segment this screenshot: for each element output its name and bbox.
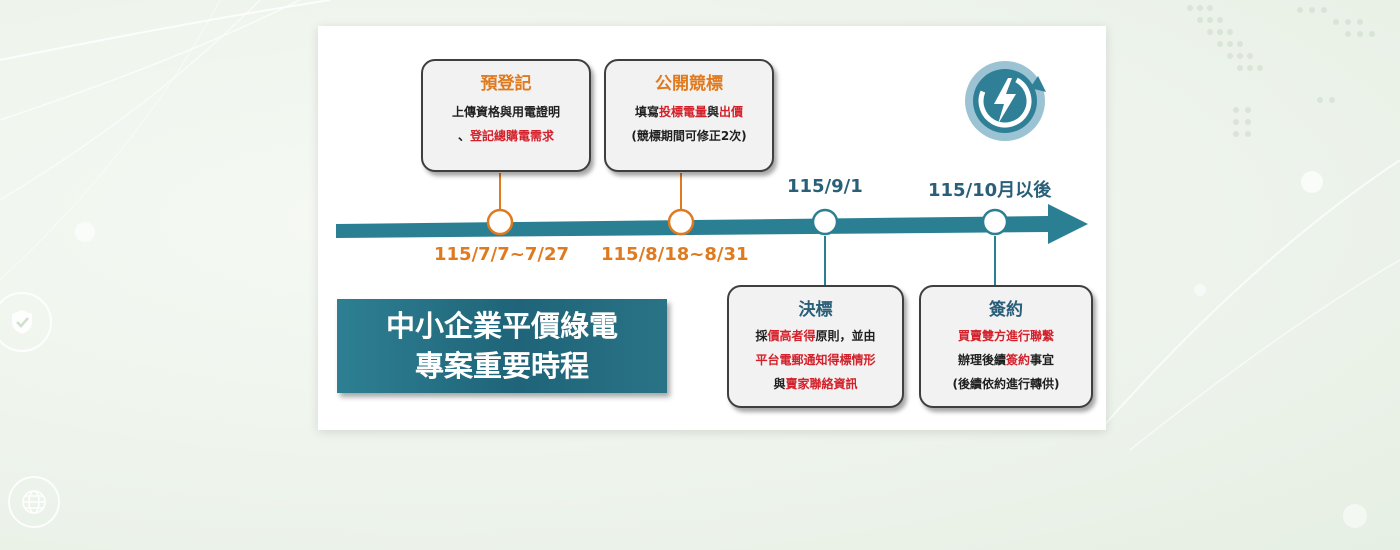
description-text: 上傳資格與用電證明 [451, 105, 560, 119]
stage-title: 預登記 [480, 74, 532, 94]
milestone-date-1: 115/7/7~7/27 [434, 244, 569, 265]
highlight-text: 價高者得 [767, 329, 816, 343]
shield-icon [0, 292, 52, 352]
timeline-card: 預登記 上傳資格與用電證明、登記總購電需求 公開競標 填寫投標電量與出價(競標期… [318, 26, 1106, 430]
description-text: 採 [755, 329, 768, 343]
milestone-date-2: 115/8/18~8/31 [601, 244, 749, 265]
description-text: 原則，並由 [815, 329, 876, 343]
milestone-dot-4 [981, 208, 1009, 236]
stage-description: 上傳資格與用電證明、登記總購電需求 [423, 100, 589, 148]
stage-box-pre-registration: 預登記 上傳資格與用電證明、登記總購電需求 [421, 59, 591, 172]
highlight-text: 出價 [719, 105, 744, 119]
banner-line-2: 專案重要時程 [414, 349, 589, 383]
stage-description: 填寫投標電量與出價 (競標期間可修正2次) [606, 100, 772, 148]
banner-line-1: 中小企業平價綠電 [385, 309, 618, 343]
description-text: 與 [773, 377, 786, 391]
stage-box-contract: 簽約 買賣雙方進行聯繫辦理後續簽約事宜(後續依約進行轉供) [919, 285, 1093, 408]
stage-box-award: 決標 採價高者得原則，並由平台電郵通知得標情形與賣家聯絡資訊 [727, 285, 904, 408]
stage-description: 採價高者得原則，並由平台電郵通知得標情形與賣家聯絡資訊 [729, 324, 902, 396]
stage-description-line: (競標期間可修正2次) [606, 124, 772, 148]
stage-description-line: (後續依約進行轉供) [921, 372, 1091, 396]
stage-description-line: 與賣家聯絡資訊 [729, 372, 902, 396]
milestone-date-4: 115/10月以後 [928, 180, 1052, 201]
stage-description-line: 上傳資格與用電證明 [423, 100, 589, 124]
description-text: 辦理後續 [957, 353, 1006, 367]
power-bolt-icon [965, 61, 1046, 141]
description-text: 事宜 [1030, 353, 1055, 367]
timeline-axis [336, 173, 1088, 286]
globe-icon [8, 476, 60, 528]
stage-description-line: 採價高者得原則，並由 [729, 324, 902, 348]
milestone-dot-2 [667, 208, 695, 236]
highlight-text: 平台電郵通知得標情形 [755, 353, 876, 367]
stage-description-line: 、登記總購電需求 [423, 124, 589, 148]
description-text: (競標期間可修正2次) [631, 129, 747, 143]
stage-title: 公開競標 [655, 74, 723, 94]
description-text: 、 [457, 129, 470, 143]
stage-box-bidding: 公開競標 填寫投標電量與出價 (競標期間可修正2次) [604, 59, 774, 172]
stage-title: 決標 [798, 300, 833, 320]
highlight-text: 簽約 [1005, 353, 1030, 367]
highlight-text: 登記總購電需求 [470, 129, 555, 143]
description-text: 與 [707, 105, 720, 119]
stage-description-line: 平台電郵通知得標情形 [729, 348, 902, 372]
stage-description-line: 填寫投標電量與出價 [606, 100, 772, 124]
timeline-arrow [336, 204, 1088, 244]
description-text: (後續依約進行轉供) [952, 377, 1060, 391]
highlight-text: 買賣雙方進行聯繫 [957, 329, 1054, 343]
stage-description: 買賣雙方進行聯繫辦理後續簽約事宜(後續依約進行轉供) [921, 324, 1091, 396]
stage-description-line: 買賣雙方進行聯繫 [921, 324, 1091, 348]
milestone-dot-3 [811, 208, 839, 236]
highlight-text: 投標電量 [658, 105, 707, 119]
highlight-text: 賣家聯絡資訊 [785, 377, 858, 391]
milestone-dot-1 [486, 208, 514, 236]
title-banner: 中小企業平價綠電 專案重要時程 [337, 299, 667, 393]
stage-title: 簽約 [989, 300, 1023, 320]
milestone-date-3: 115/9/1 [787, 176, 863, 197]
description-text: 填寫 [634, 105, 659, 119]
stage-description-line: 辦理後續簽約事宜 [921, 348, 1091, 372]
